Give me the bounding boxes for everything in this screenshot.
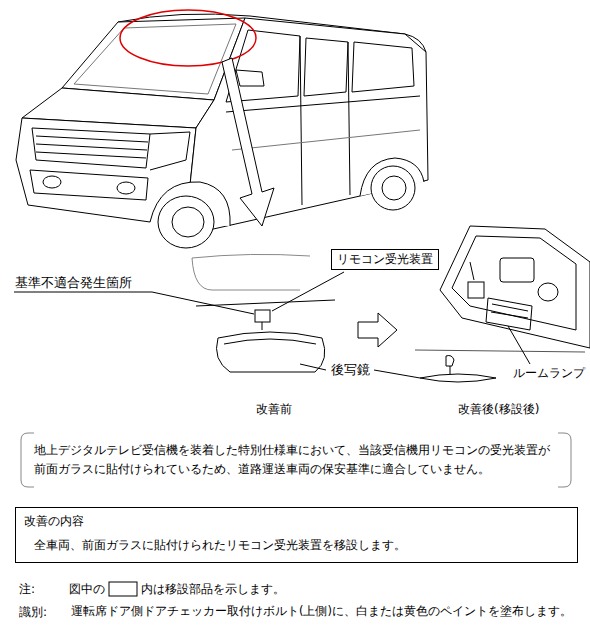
bracket-frame bbox=[20, 432, 572, 488]
notice-box: 地上デジタルテレビ受信機を装着した特別仕様車において、当該受信機用リモコンの受光… bbox=[20, 432, 572, 488]
van-drawing bbox=[16, 14, 428, 248]
part-box: リモコン受光装置 bbox=[331, 249, 439, 270]
bracket-line bbox=[21, 433, 571, 487]
note-key: 注: bbox=[18, 582, 36, 596]
note-key: 識別: bbox=[18, 605, 48, 619]
note-text: 図中の bbox=[68, 582, 106, 596]
part-label: 後写鏡 bbox=[330, 362, 371, 378]
remedy-text: 全車両、前面ガラスに貼付けられたリモコン受光装置を移設します。 bbox=[24, 536, 569, 554]
notice-text: 地上デジタルテレビ受信機を装着した特別仕様車において、当該受信機用リモコンの受光… bbox=[34, 441, 558, 479]
note-text: 内は移設部品を示します。 bbox=[140, 582, 286, 596]
callout-label: 基準不適合発生箇所 bbox=[14, 275, 133, 291]
view-caption: 改善後(移設後) bbox=[457, 402, 540, 416]
view-caption: 改善前 bbox=[255, 402, 293, 416]
zoom-arrow bbox=[222, 58, 274, 226]
highlight-ellipse bbox=[120, 10, 256, 66]
marker-box bbox=[109, 582, 137, 596]
after-detail bbox=[415, 226, 590, 382]
change-arrow bbox=[358, 313, 397, 347]
section-heading: 改善の内容 bbox=[24, 512, 569, 530]
before-detail bbox=[192, 254, 335, 372]
leader-lines bbox=[14, 262, 530, 378]
remedy-box: 改善の内容全車両、前面ガラスに貼付けられたリモコン受光装置を移設します。 bbox=[15, 507, 578, 563]
part-name: リモコン受光装置 bbox=[337, 252, 433, 267]
part-label: ルームランプ bbox=[512, 366, 586, 380]
note-text: 運転席ドア側ドアチェッカー取付けボルト(上側)に、白または黄色のペイントを塗布し… bbox=[70, 605, 573, 619]
